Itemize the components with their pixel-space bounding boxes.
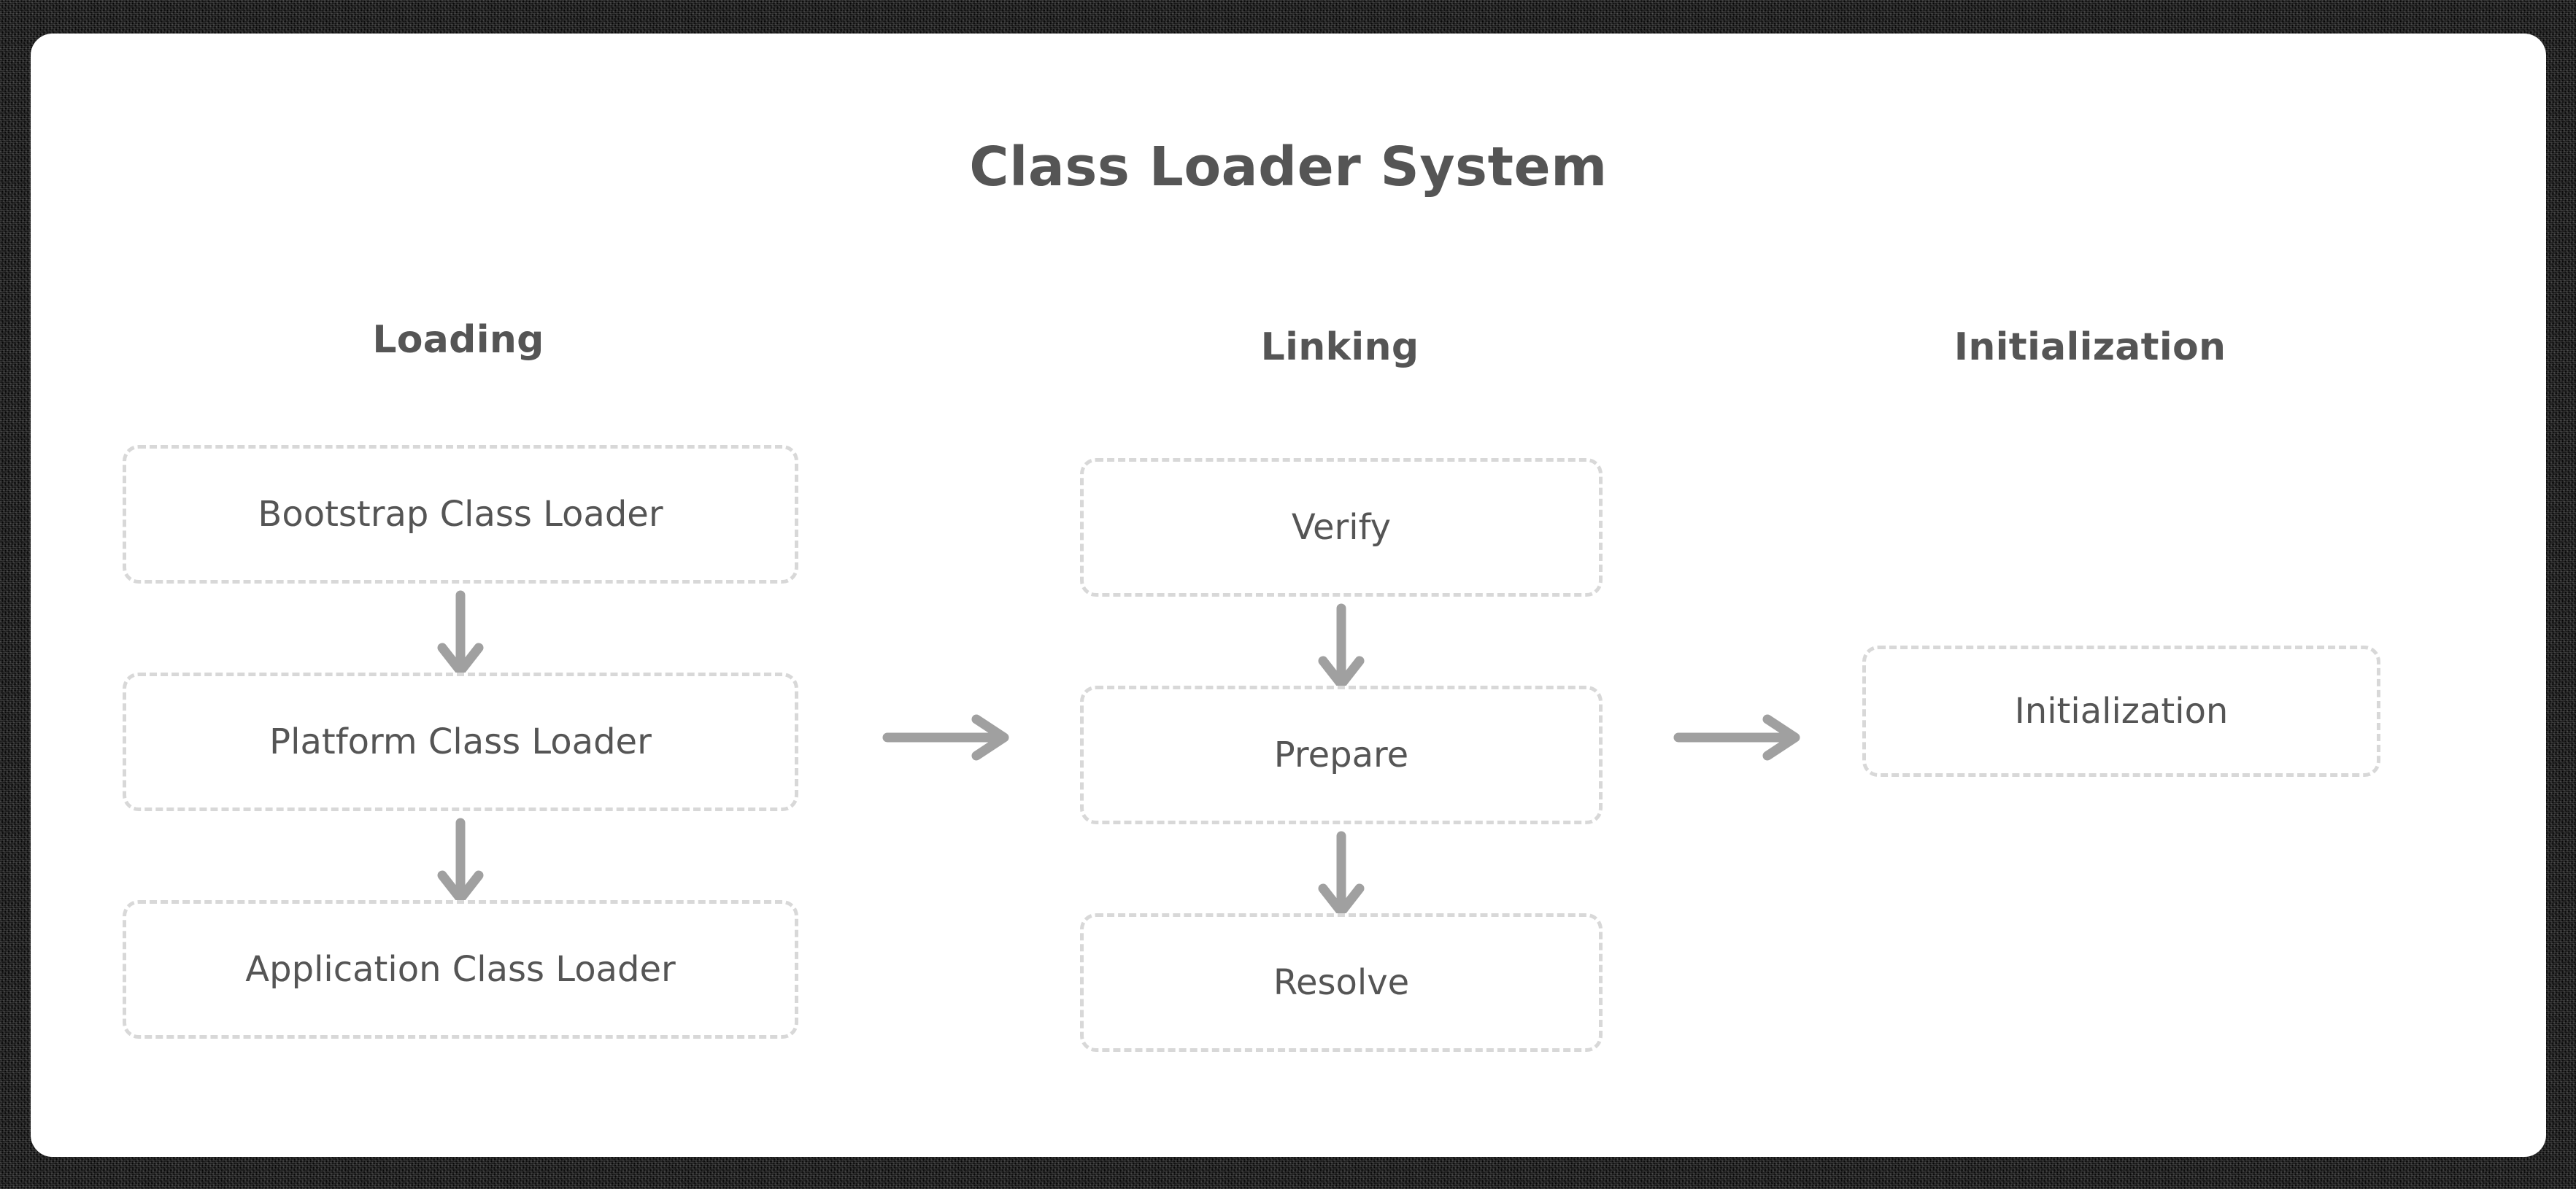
node-label: Verify: [1291, 507, 1392, 548]
arrow-right-icon: [1673, 712, 1805, 763]
node-label: Application Class Loader: [245, 949, 676, 990]
node-application-class-loader[interactable]: Application Class Loader: [123, 900, 798, 1039]
node-label: Bootstrap Class Loader: [258, 494, 663, 535]
column-header-linking: Linking: [1260, 325, 1419, 369]
node-label: Initialization: [2014, 691, 2229, 732]
arrow-right-icon: [882, 712, 1014, 763]
node-initialization[interactable]: Initialization: [1862, 646, 2380, 777]
node-bootstrap-class-loader[interactable]: Bootstrap Class Loader: [123, 445, 798, 584]
node-label: Resolve: [1273, 962, 1410, 1003]
arrow-down-icon: [436, 818, 485, 906]
node-verify[interactable]: Verify: [1080, 458, 1603, 597]
column-header-initialization: Initialization: [1954, 325, 2226, 369]
node-resolve[interactable]: Resolve: [1080, 913, 1603, 1052]
diagram-card: Class Loader System Loading Linking Init…: [31, 34, 2546, 1157]
arrow-down-icon: [436, 590, 485, 678]
node-label: Platform Class Loader: [269, 721, 652, 762]
column-header-loading: Loading: [372, 318, 544, 362]
node-label: Prepare: [1273, 735, 1409, 775]
page-title: Class Loader System: [969, 136, 1608, 198]
node-prepare[interactable]: Prepare: [1080, 686, 1603, 824]
node-platform-class-loader[interactable]: Platform Class Loader: [123, 673, 798, 811]
arrow-down-icon: [1317, 603, 1365, 692]
arrow-down-icon: [1317, 831, 1365, 919]
